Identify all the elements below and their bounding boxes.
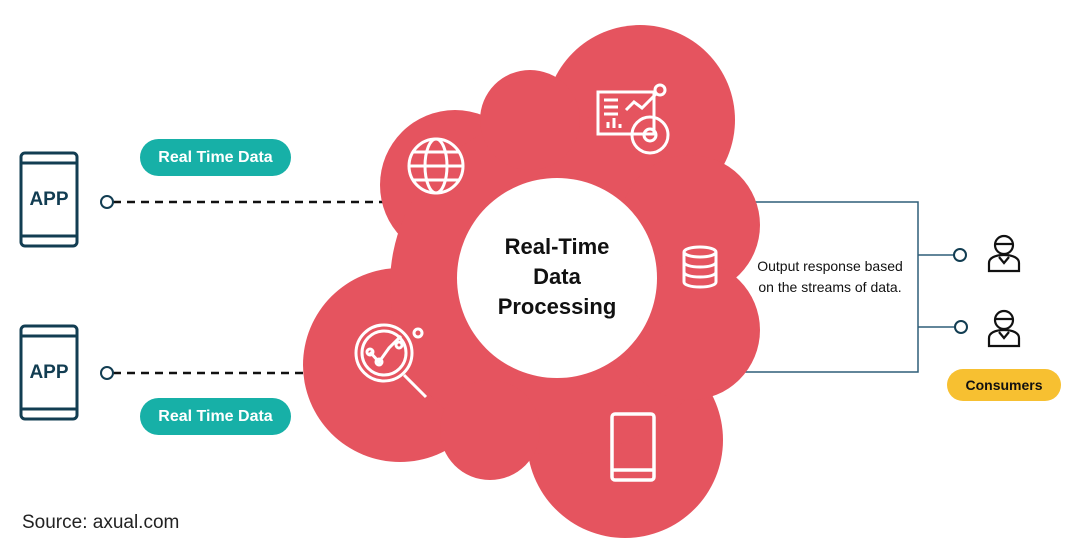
globe-icon bbox=[407, 137, 465, 195]
database-icon bbox=[682, 245, 718, 289]
app-phone-icon bbox=[19, 324, 79, 421]
consumer-person-icon bbox=[987, 309, 1021, 348]
real-time-data-badge: Real Time Data bbox=[140, 139, 291, 176]
app-phone-icon bbox=[19, 151, 79, 248]
app-source-1: APP bbox=[21, 153, 77, 247]
center-circle bbox=[457, 178, 657, 378]
real-time-data-badge: Real Time Data bbox=[140, 398, 291, 435]
output-description: Output response based on the streams of … bbox=[757, 258, 903, 295]
center-title-line: Processing bbox=[497, 294, 617, 319]
connector-node bbox=[100, 195, 114, 209]
analytics-search-icon bbox=[354, 323, 428, 399]
app-label: APP bbox=[29, 189, 69, 210]
source-caption: Source: axual.com bbox=[22, 512, 180, 533]
center-title: Real-Time Data Processing bbox=[457, 232, 657, 322]
consumers-badge: Consumers bbox=[947, 369, 1061, 401]
center-title-line: Data bbox=[533, 264, 581, 289]
output-bracket bbox=[700, 201, 954, 373]
consumer-person-icon bbox=[987, 234, 1021, 273]
dashboard-icon bbox=[596, 83, 670, 155]
tablet-icon bbox=[610, 412, 656, 482]
app-label: APP bbox=[29, 362, 69, 383]
connector-node bbox=[100, 366, 114, 380]
consumer-node bbox=[953, 248, 967, 262]
consumer-node bbox=[954, 320, 968, 334]
app-source-2: APP bbox=[21, 326, 77, 420]
center-title-line: Real-Time bbox=[504, 234, 610, 259]
